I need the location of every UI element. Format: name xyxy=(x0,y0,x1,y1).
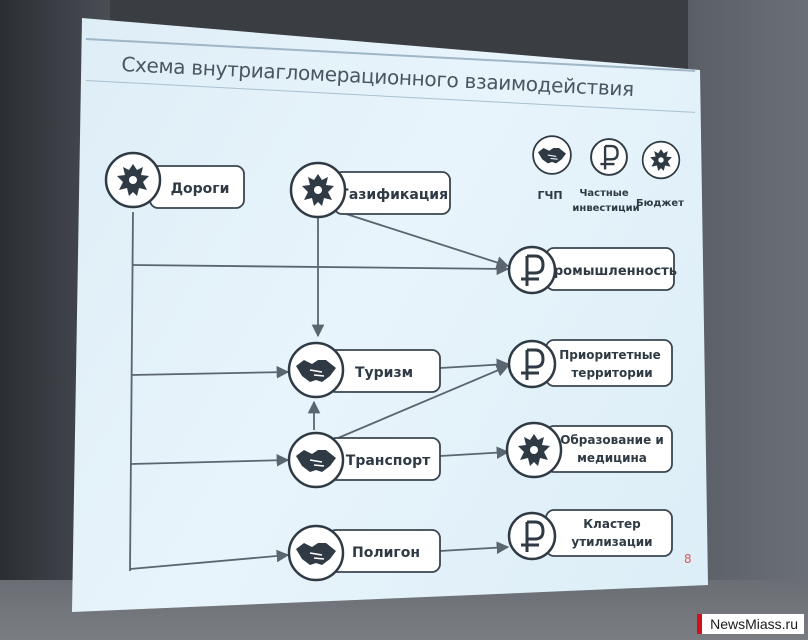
education-label-line-1: Образование и xyxy=(560,433,664,447)
legend-private-label-line-1: Частные xyxy=(579,188,629,199)
transport-to-education-arrow xyxy=(439,446,510,459)
landfill-handshake-icon xyxy=(287,524,345,582)
industry-ruble-icon xyxy=(507,245,557,295)
node-boxes: Дороги Газификация Туризм Транспорт Поли… xyxy=(149,165,677,573)
legend-ppp-label: ГЧП xyxy=(537,189,562,202)
priority-ruble-icon xyxy=(507,339,557,389)
transport-label: Транспорт xyxy=(346,453,431,469)
tourism-to-priority-arrow xyxy=(439,358,510,371)
legend-budget-label: Бюджет xyxy=(636,198,684,209)
landfill-label: Полигон xyxy=(352,545,420,561)
watermark: NewsMiass.ru xyxy=(697,614,804,634)
tourism-handshake-icon xyxy=(287,341,345,399)
gas-eagle-emblem-icon xyxy=(289,161,347,219)
legend: ГЧП Частные инвестиции Бюджет xyxy=(532,135,684,214)
roads-trunk-line xyxy=(129,211,134,572)
roads-to-tourism-arrow xyxy=(130,365,290,379)
page-number: 8 xyxy=(684,552,692,566)
priority-label-line-2: территории xyxy=(571,366,652,380)
landfill-to-cluster-arrow xyxy=(439,541,510,554)
roads-label: Дороги xyxy=(171,181,230,197)
legend-ruble-icon xyxy=(589,137,629,177)
roads-to-landfill-arrow xyxy=(129,549,290,570)
roads-to-transport-arrow xyxy=(130,453,290,467)
industry-label: Промышленность xyxy=(543,264,677,279)
legend-eagle-emblem-icon xyxy=(641,140,681,180)
cluster-label-line-2: утилизации xyxy=(571,535,652,549)
tourism-label: Туризм xyxy=(355,365,413,381)
cluster-ruble-icon xyxy=(507,511,557,561)
roads-to-industry-arrow xyxy=(132,262,510,276)
wall-right xyxy=(688,0,808,640)
legend-handshake-icon xyxy=(532,135,572,175)
node-icons xyxy=(104,151,563,582)
education-label-line-2: медицина xyxy=(577,451,647,465)
transport-to-priority-arrow xyxy=(337,364,510,439)
gas-to-industry-arrow xyxy=(339,211,510,269)
gas-label: Газификация xyxy=(340,187,448,203)
transport-handshake-icon xyxy=(287,431,345,489)
legend-private-label-line-2: инвестиции xyxy=(572,203,639,214)
priority-label-line-1: Приоритетные xyxy=(559,348,661,362)
education-eagle-emblem-icon xyxy=(505,421,563,479)
cluster-label-line-1: Кластер xyxy=(583,517,641,531)
roads-eagle-emblem-icon xyxy=(104,151,162,209)
connectors xyxy=(129,211,510,572)
